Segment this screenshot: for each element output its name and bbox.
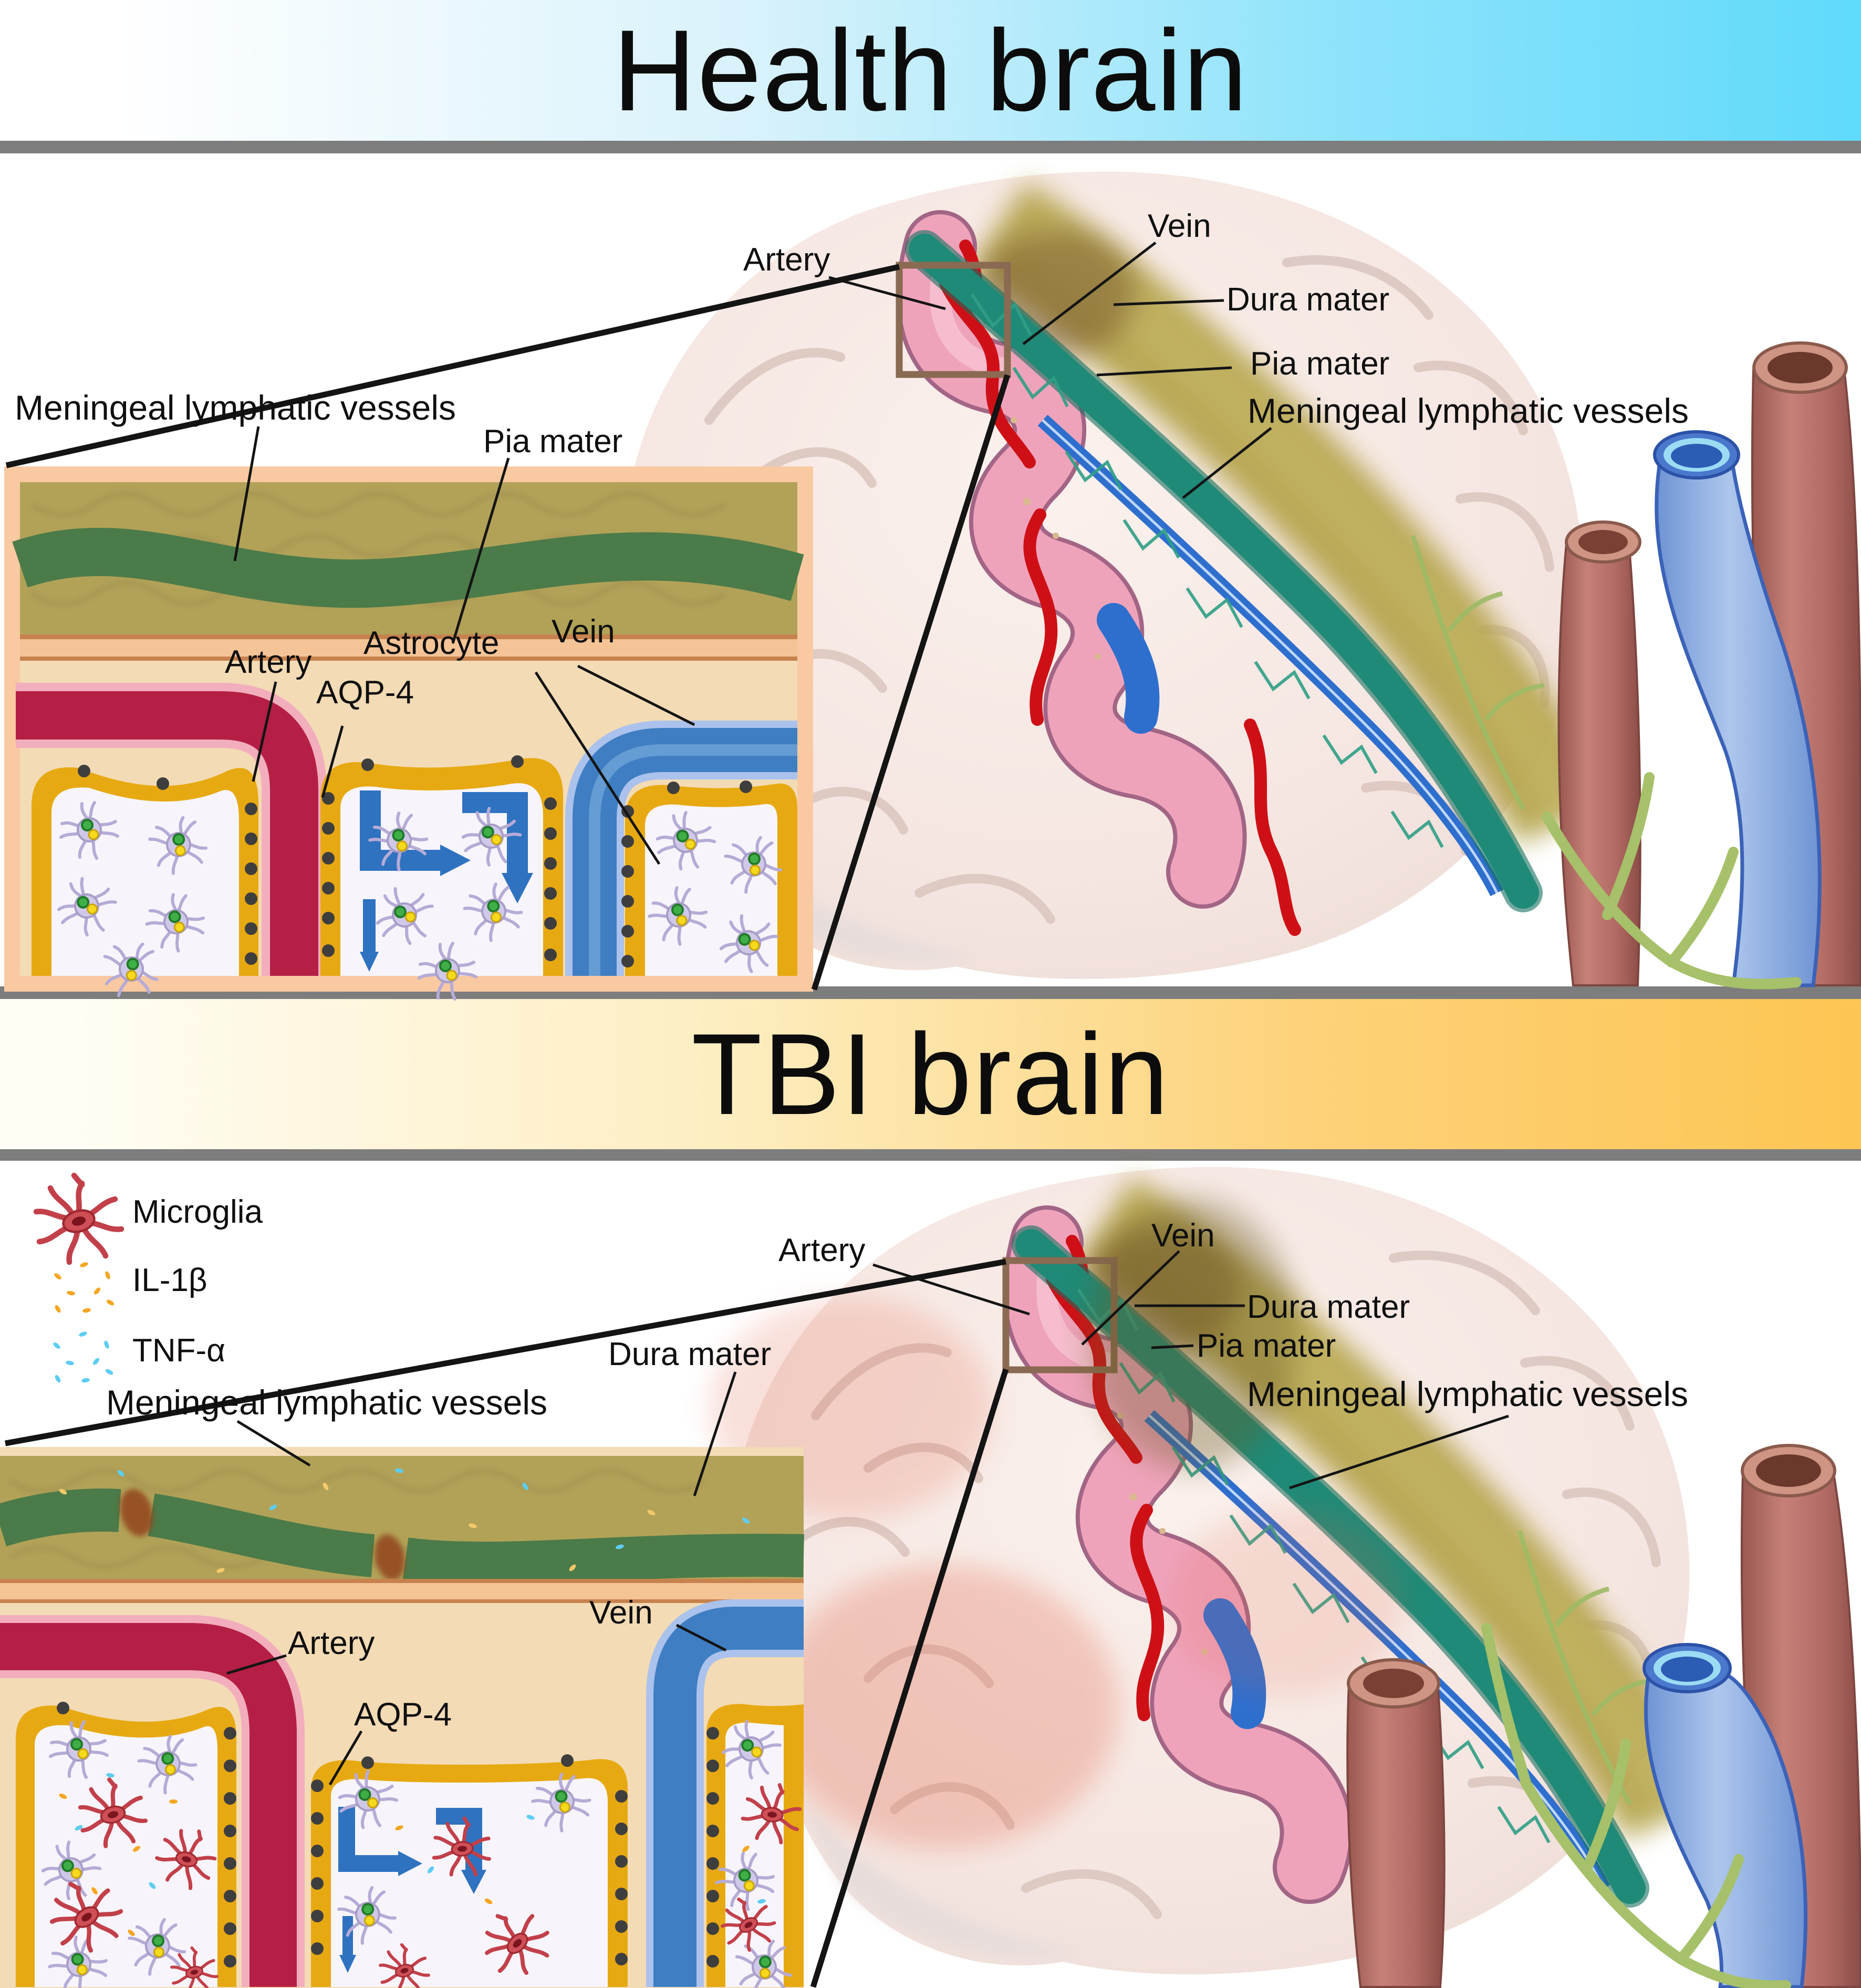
tbi-artery-label: Artery <box>778 1232 866 1268</box>
divider-bar <box>0 141 1861 153</box>
health-vessel-tubes <box>1542 341 1861 990</box>
tbi-inset-meningeal-label: Meningeal lymphatic vessels <box>106 1383 548 1422</box>
health-pia-mater-label: Pia mater <box>1250 346 1390 382</box>
health-inset-panel <box>4 466 813 1009</box>
tbi-meningeal-label: Meningeal lymphatic vessels <box>1247 1375 1689 1413</box>
legend-il1b-label: IL-1β <box>132 1262 207 1298</box>
tbi-brain-illustration <box>0 1167 1861 1988</box>
health-inset-astrocyte-label: Astrocyte <box>363 625 500 661</box>
tbi-title: TBI brain <box>691 1009 1170 1139</box>
tbi-pia-mater-label: Pia mater <box>1197 1328 1336 1364</box>
health-vein-label: Vein <box>1148 208 1211 244</box>
tbi-inset-vein-label: Vein <box>589 1595 653 1631</box>
health-inset-aqp4-label: AQP-4 <box>316 674 414 711</box>
health-title: Health brain <box>612 6 1249 135</box>
health-inset-artery-label: Artery <box>225 644 312 680</box>
health-inset-meningeal-label: Meningeal lymphatic vessels <box>15 388 456 427</box>
tbi-vein-label: Vein <box>1151 1217 1215 1254</box>
health-inset-vein-label: Vein <box>552 613 615 650</box>
health-brain-illustration <box>4 172 1861 1009</box>
health-csf-arrows <box>360 790 533 972</box>
health-dura-mater-label: Dura mater <box>1226 282 1390 318</box>
divider-bar <box>0 1149 1861 1161</box>
health-inset-lymphatic-vessel <box>12 527 804 608</box>
tbi-inset-aqp4-label: AQP-4 <box>354 1696 452 1733</box>
tbi-pointer-lines <box>5 1250 1509 1988</box>
tbi-inset-artery-label: Artery <box>288 1625 375 1661</box>
tbi-dura-mater-label: Dura mater <box>1247 1289 1410 1325</box>
legend-tnfa-label: TNF-α <box>132 1333 226 1369</box>
health-artery-label: Artery <box>743 242 830 278</box>
tbi-banner: TBI brain <box>0 999 1861 1149</box>
il1b-icon <box>53 1261 115 1314</box>
tbi-inset-panel <box>0 1447 809 1988</box>
legend-microglia-label: Microglia <box>132 1194 263 1230</box>
health-lymphatic-branch <box>1542 772 1802 990</box>
tbi-lymphatic-branch <box>1481 1623 1791 1988</box>
microglia-icon <box>36 1175 121 1262</box>
lymphatic-lesion <box>375 1534 405 1580</box>
lymphatic-lesion <box>120 1489 153 1537</box>
health-meningeal-label: Meningeal lymphatic vessels <box>1247 391 1689 430</box>
health-pointer-lines <box>5 242 1272 991</box>
tnfa-icon <box>52 1330 114 1383</box>
health-inset-pia-label: Pia mater <box>483 423 623 460</box>
tbi-vessel-tubes <box>1346 1444 1861 1988</box>
tbi-inset-lymphatic-vessel <box>0 1489 804 1585</box>
tbi-inset-dura-label: Dura mater <box>608 1336 772 1372</box>
health-banner: Health brain <box>0 0 1861 141</box>
legend-icons <box>36 1175 121 1383</box>
